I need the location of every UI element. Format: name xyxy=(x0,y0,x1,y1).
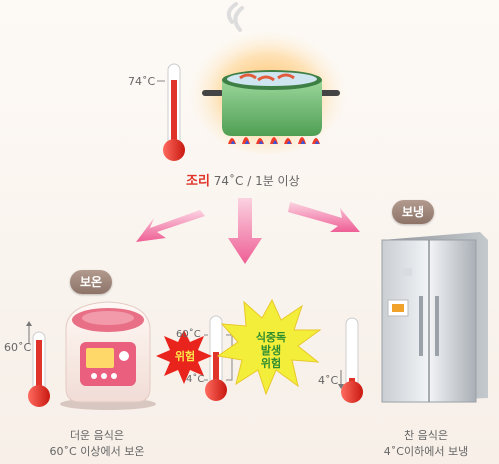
cold-caption-line1: 찬 음식은 xyxy=(404,429,448,442)
cooking-thermometer-label: 74˚C xyxy=(128,75,156,88)
cold-caption-line2: 4˚C이하에서 보냉 xyxy=(383,445,469,458)
cooking-label: 조리 xyxy=(186,174,210,189)
food-poisoning-line2: 발생 xyxy=(260,344,282,357)
warm-caption-line2: 60˚C 이상에서 보온 xyxy=(49,445,145,458)
thermometer-warm xyxy=(26,321,50,407)
arrow-to-warm xyxy=(136,210,205,242)
cold-thermometer-label: 4˚C xyxy=(318,374,339,387)
food-poisoning-label: 식중독 발생 위험 xyxy=(246,331,296,370)
warm-thermometer-label: 60˚C xyxy=(4,341,32,354)
cooking-caption: 조리 74˚C / 1분 이상 xyxy=(186,170,300,189)
danger-lower-label: 4˚C xyxy=(186,374,205,385)
thermometer-cooking xyxy=(157,63,185,161)
warm-pill-badge: 보온 xyxy=(70,270,113,294)
thermometer-cold xyxy=(338,317,363,403)
danger-upper-label: 60˚C xyxy=(176,329,201,340)
cooking-pot-illustration xyxy=(188,2,348,154)
food-poisoning-line3: 위험 xyxy=(260,357,282,370)
cold-pill-badge: 보냉 xyxy=(392,200,435,224)
warm-caption: 더운 음식은 60˚C 이상에서 보온 xyxy=(22,427,172,459)
danger-red-burst-label: 위험 xyxy=(174,350,196,363)
food-poisoning-line1: 식중독 xyxy=(255,331,287,344)
danger-red-burst xyxy=(156,330,212,384)
arrow-to-cold xyxy=(288,202,360,232)
rice-cooker-illustration xyxy=(60,301,156,410)
arrow-to-danger xyxy=(228,198,262,264)
cold-caption: 찬 음식은 4˚C이하에서 보냉 xyxy=(360,427,492,459)
warm-caption-line1: 더운 음식은 xyxy=(69,429,125,442)
cooking-detail: 74˚C / 1분 이상 xyxy=(213,174,300,188)
refrigerator-illustration xyxy=(381,232,488,403)
food-poisoning-burst xyxy=(216,298,322,396)
